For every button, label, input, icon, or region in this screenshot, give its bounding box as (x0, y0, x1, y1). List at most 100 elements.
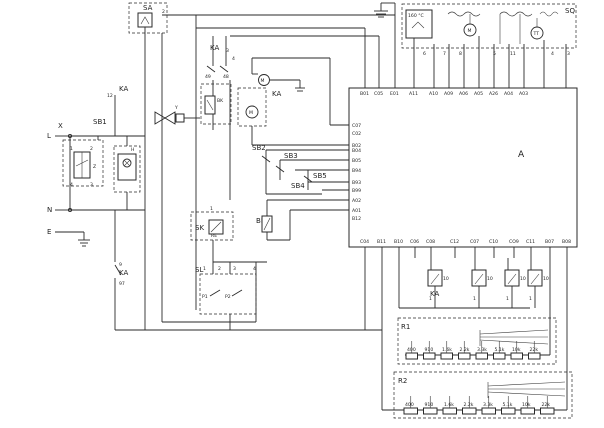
relay-contact (504, 269, 520, 287)
module-pin-bottom: C11 (526, 239, 535, 245)
module-pin-bottom: C12 (450, 239, 459, 245)
module-pin-bottom: C04 (360, 239, 369, 245)
relay-tag: 10 (520, 276, 526, 282)
pin-num: 7 (443, 51, 446, 57)
resistor (423, 352, 436, 360)
resistor-value: 910 (425, 402, 434, 408)
pin-num: 49 (205, 74, 211, 80)
terminal-x-block: X L N E (47, 122, 112, 247)
resistor (458, 352, 471, 360)
module-pin-left: C02 (352, 131, 361, 137)
module-pin-left: B12 (352, 216, 361, 222)
resistor (440, 352, 453, 360)
resistor-value: 2.2k (464, 402, 474, 408)
resistor (520, 407, 535, 415)
module-pin-top: A06 (459, 91, 468, 97)
resistor (493, 352, 506, 360)
relay-label: KA (210, 44, 219, 52)
module-label: A (518, 150, 525, 160)
resistor-value: 5.1k (503, 402, 513, 408)
thermostat-label: 160 °C (408, 13, 424, 19)
solenoid-valve-y: Y (154, 105, 200, 125)
block-label-sq: SQ (565, 7, 575, 15)
thermostat-160 (405, 9, 433, 39)
resistor-value: 2.2k (460, 347, 470, 353)
relay-contact-ka-left: KA 12 9 KA 97 (107, 85, 382, 331)
relay-tag: 10 (543, 276, 549, 282)
relay-blade (507, 273, 517, 285)
pin-num: 12 (107, 93, 113, 99)
pin-num: 8 (459, 51, 462, 57)
switch-sb1: SB1 Z 1 2 4 3 (62, 118, 107, 188)
module-bottom-wires (364, 247, 568, 410)
resistor (540, 407, 555, 415)
ground-symbol-top (374, 2, 395, 18)
relay-num: 1 (429, 296, 432, 302)
switch-label-sb5: SB5 (313, 172, 327, 180)
pin-num: 4 (70, 182, 73, 188)
module-pin-top: E01 (390, 91, 399, 97)
module-pin-left: B93 (352, 180, 361, 186)
line-label-e: E (47, 228, 51, 236)
motor-mid-label: M (261, 78, 265, 84)
resistor (403, 407, 418, 415)
module-pin-bottom: B08 (562, 239, 571, 245)
resistor (442, 407, 457, 415)
switch-label-sb4: SB4 (291, 182, 305, 190)
module-pin-top: A04 (504, 91, 513, 97)
module-pin-bottom: B10 (394, 239, 403, 245)
relay-tag: 10 (487, 276, 493, 282)
relay-blade (430, 273, 440, 285)
resistor-value: 5.1k (495, 347, 505, 353)
module-pin-bottom: C10 (489, 239, 498, 245)
switch-label-sl: SL (195, 266, 203, 274)
module-pin-bottom: B07 (545, 239, 554, 245)
module-pin-top: A05 (474, 91, 483, 97)
switch-label-sb3: SB3 (284, 152, 298, 160)
relay-tag: 10 (443, 276, 449, 282)
pin-num: 3 (90, 182, 93, 188)
relay-num: 1 (473, 296, 476, 302)
pin-num: 4 (551, 51, 554, 57)
pin-num: 3 (233, 266, 236, 272)
top-pin-numbers: 6 7 8 5 11 4 3 (423, 51, 570, 57)
line-label-l: L (47, 132, 51, 140)
top-bus-wires (394, 3, 567, 88)
resistor-value: 400 (407, 347, 416, 353)
resistor-value: 3.3k (477, 347, 487, 353)
resistor (481, 407, 496, 415)
main-bus-top (196, 14, 395, 88)
module-pin-bottom: C06 (410, 239, 419, 245)
pin-num: 1 (203, 266, 206, 272)
module-pin-bottom: C07 (470, 239, 479, 245)
relay-contact (427, 269, 443, 287)
resistor-value: 3.3k (483, 402, 493, 408)
pin-num: 4 (232, 56, 235, 62)
pin-num: 1 (70, 146, 73, 152)
pin-num: 3 (567, 51, 570, 57)
relay-label: KA (272, 90, 281, 98)
resistor (405, 352, 418, 360)
sensor-label-sk: SK (195, 224, 204, 232)
motor-label: M (468, 28, 472, 34)
network-label-r2: R2 (398, 377, 407, 385)
relay-contact-ka-top: KA 3 4 49 48 (195, 36, 235, 310)
module-pin-top: B01 (360, 91, 369, 97)
level-switch-sl: SL P1 P2 1 2 3 4 (162, 240, 267, 330)
relay-num: 1 (529, 296, 532, 302)
module-pin-left: A02 (352, 198, 361, 204)
relay-blade (474, 273, 484, 285)
motor-mid-label2: M (249, 110, 253, 116)
resistor-value: 10k (512, 347, 521, 353)
pin-num: 5 (493, 51, 496, 57)
resistor-value: 400 (405, 402, 414, 408)
switch-label-sa: SA (143, 4, 153, 12)
resistor (501, 407, 516, 415)
sensor-label: BK (256, 217, 266, 225)
resistor (423, 407, 438, 415)
relay-contact (471, 269, 487, 287)
terminal-label-x: X (58, 122, 63, 130)
resistor (462, 407, 477, 415)
